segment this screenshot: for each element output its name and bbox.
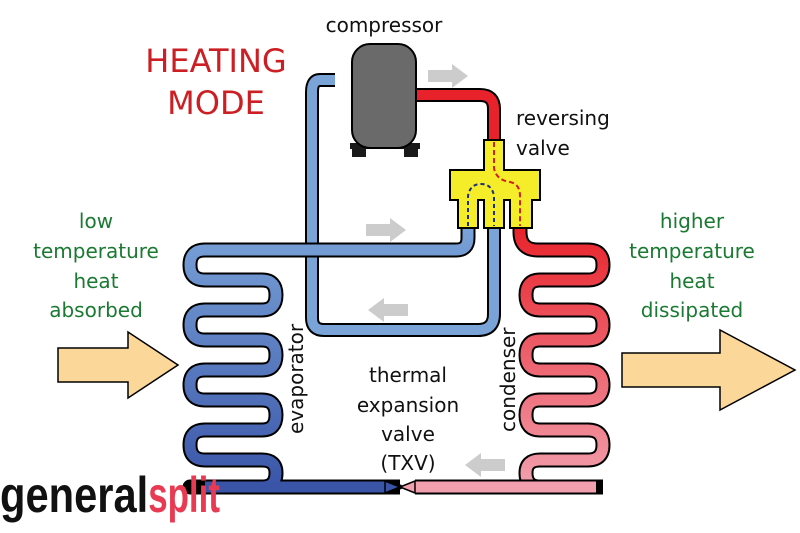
txv-label-3: valve: [381, 422, 435, 446]
generalsplit-logo: general split: [0, 466, 220, 523]
condenser-label: condenser: [496, 327, 520, 432]
flow-arrow-discharge: [428, 64, 468, 88]
left-heat-label-2: temperature: [33, 239, 159, 263]
left-heat-label-3: heat: [73, 269, 118, 293]
txv-label-2: expansion: [357, 393, 459, 417]
mode-title-line-1: HEATING: [145, 42, 286, 80]
condenser-coil: [397, 224, 611, 495]
heat-out-arrow: [621, 328, 797, 412]
flow-arrow-suction: [366, 218, 406, 242]
right-heat-label-4: dissipated: [641, 298, 743, 322]
compressor: [350, 43, 420, 157]
heat-in-arrow: [57, 330, 180, 400]
flow-arrows: [366, 64, 505, 477]
logo-split: split: [148, 466, 220, 523]
left-heat-label-1: low: [79, 209, 113, 233]
evaporator-coil: [182, 226, 476, 495]
compressor-label: compressor: [326, 13, 444, 37]
right-heat-label-3: heat: [669, 269, 714, 293]
txv-label-1: thermal: [369, 363, 447, 387]
flow-arrow-liquid: [465, 453, 505, 477]
suction-line: [305, 73, 501, 337]
txv-point: [397, 484, 403, 490]
reversing-valve: [449, 139, 541, 229]
left-heat-label-4: absorbed: [49, 298, 143, 322]
reversing-valve-label-2: valve: [516, 136, 570, 160]
discharge-line: [415, 88, 501, 140]
right-heat-label-2: temperature: [629, 239, 755, 263]
evaporator-label: evaporator: [284, 323, 308, 434]
mode-title-line-2: MODE: [167, 84, 265, 122]
right-heat-label-1: higher: [660, 209, 725, 233]
flow-arrow-return: [368, 298, 408, 322]
txv-label-4: (TXV): [380, 451, 435, 475]
reversing-valve-label-1: reversing: [516, 106, 610, 130]
logo-general: general: [0, 466, 148, 523]
